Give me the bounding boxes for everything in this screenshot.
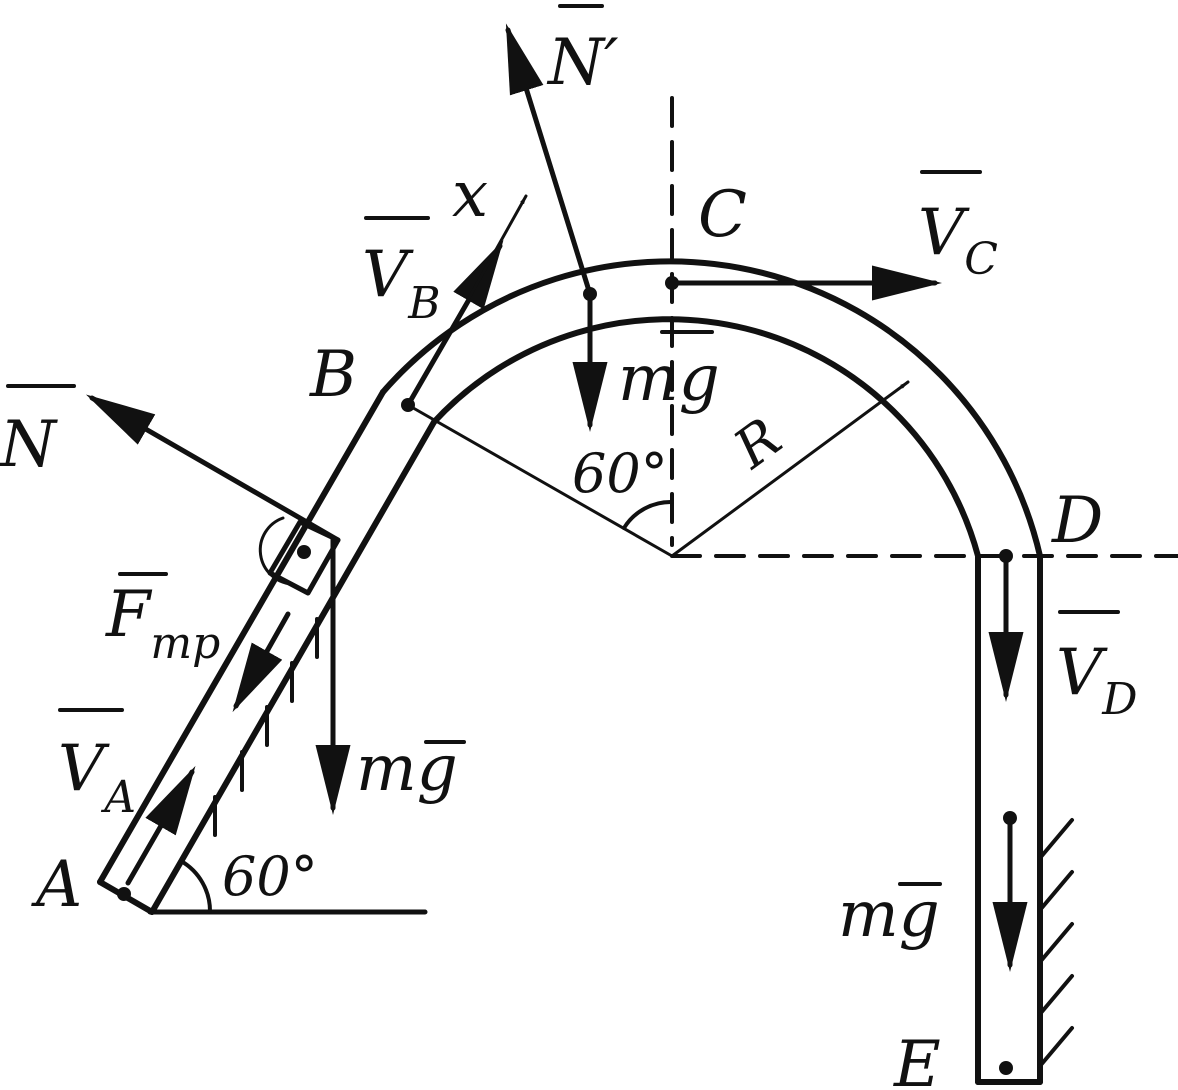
- angle-bottom-label: 60°: [222, 845, 318, 908]
- radius-label: R: [722, 406, 793, 481]
- point-c-label: C: [698, 178, 747, 252]
- vertical-tube: [975, 553, 1043, 1085]
- point-b-dot: [401, 398, 415, 412]
- velocity-a-arrow: [125, 765, 196, 886]
- point-d-dot: [999, 549, 1013, 563]
- gravity-label-top: mg: [618, 342, 720, 416]
- point-a-dot: [117, 887, 131, 901]
- top-block-dot: [583, 287, 597, 301]
- radius-arrow: [670, 380, 910, 558]
- wall-hatching: [1038, 818, 1074, 1068]
- radius-line-to-b: [406, 403, 674, 558]
- gravity-label-vertical: mg: [838, 878, 940, 952]
- normal-prime-label: N′: [546, 26, 619, 100]
- angle-top-label: 60°: [572, 442, 668, 505]
- vector-overbars: [6, 4, 1120, 886]
- angle-arc-top: [622, 499, 674, 530]
- block-center-dot: [297, 545, 311, 559]
- x-axis-label: x: [452, 158, 488, 232]
- point-e-label: E: [893, 1028, 941, 1090]
- friction-label: Fmp: [105, 578, 220, 669]
- velocity-c-label: VC: [918, 196, 998, 285]
- point-d-label: D: [1051, 484, 1103, 558]
- normal-label: N: [0, 408, 58, 482]
- arc-tube: [380, 258, 1043, 559]
- velocity-b-label: VB: [362, 238, 441, 329]
- normal-prime-arrow: [505, 23, 593, 297]
- vertical-block-dot: [1003, 811, 1017, 825]
- velocity-d-label: VD: [1056, 636, 1138, 725]
- angle-arc-bottom: [179, 859, 213, 914]
- gravity-label-incline: mg: [356, 732, 458, 806]
- friction-arrow: [232, 611, 291, 713]
- x-axis-arrow: [448, 194, 528, 334]
- normal-force-arrow: [85, 394, 341, 543]
- point-a-label: A: [31, 848, 82, 922]
- velocity-a-label: VA: [58, 732, 136, 823]
- point-e-dot: [999, 1061, 1013, 1075]
- point-c-dot: [665, 276, 679, 290]
- point-b-label: B: [309, 338, 357, 412]
